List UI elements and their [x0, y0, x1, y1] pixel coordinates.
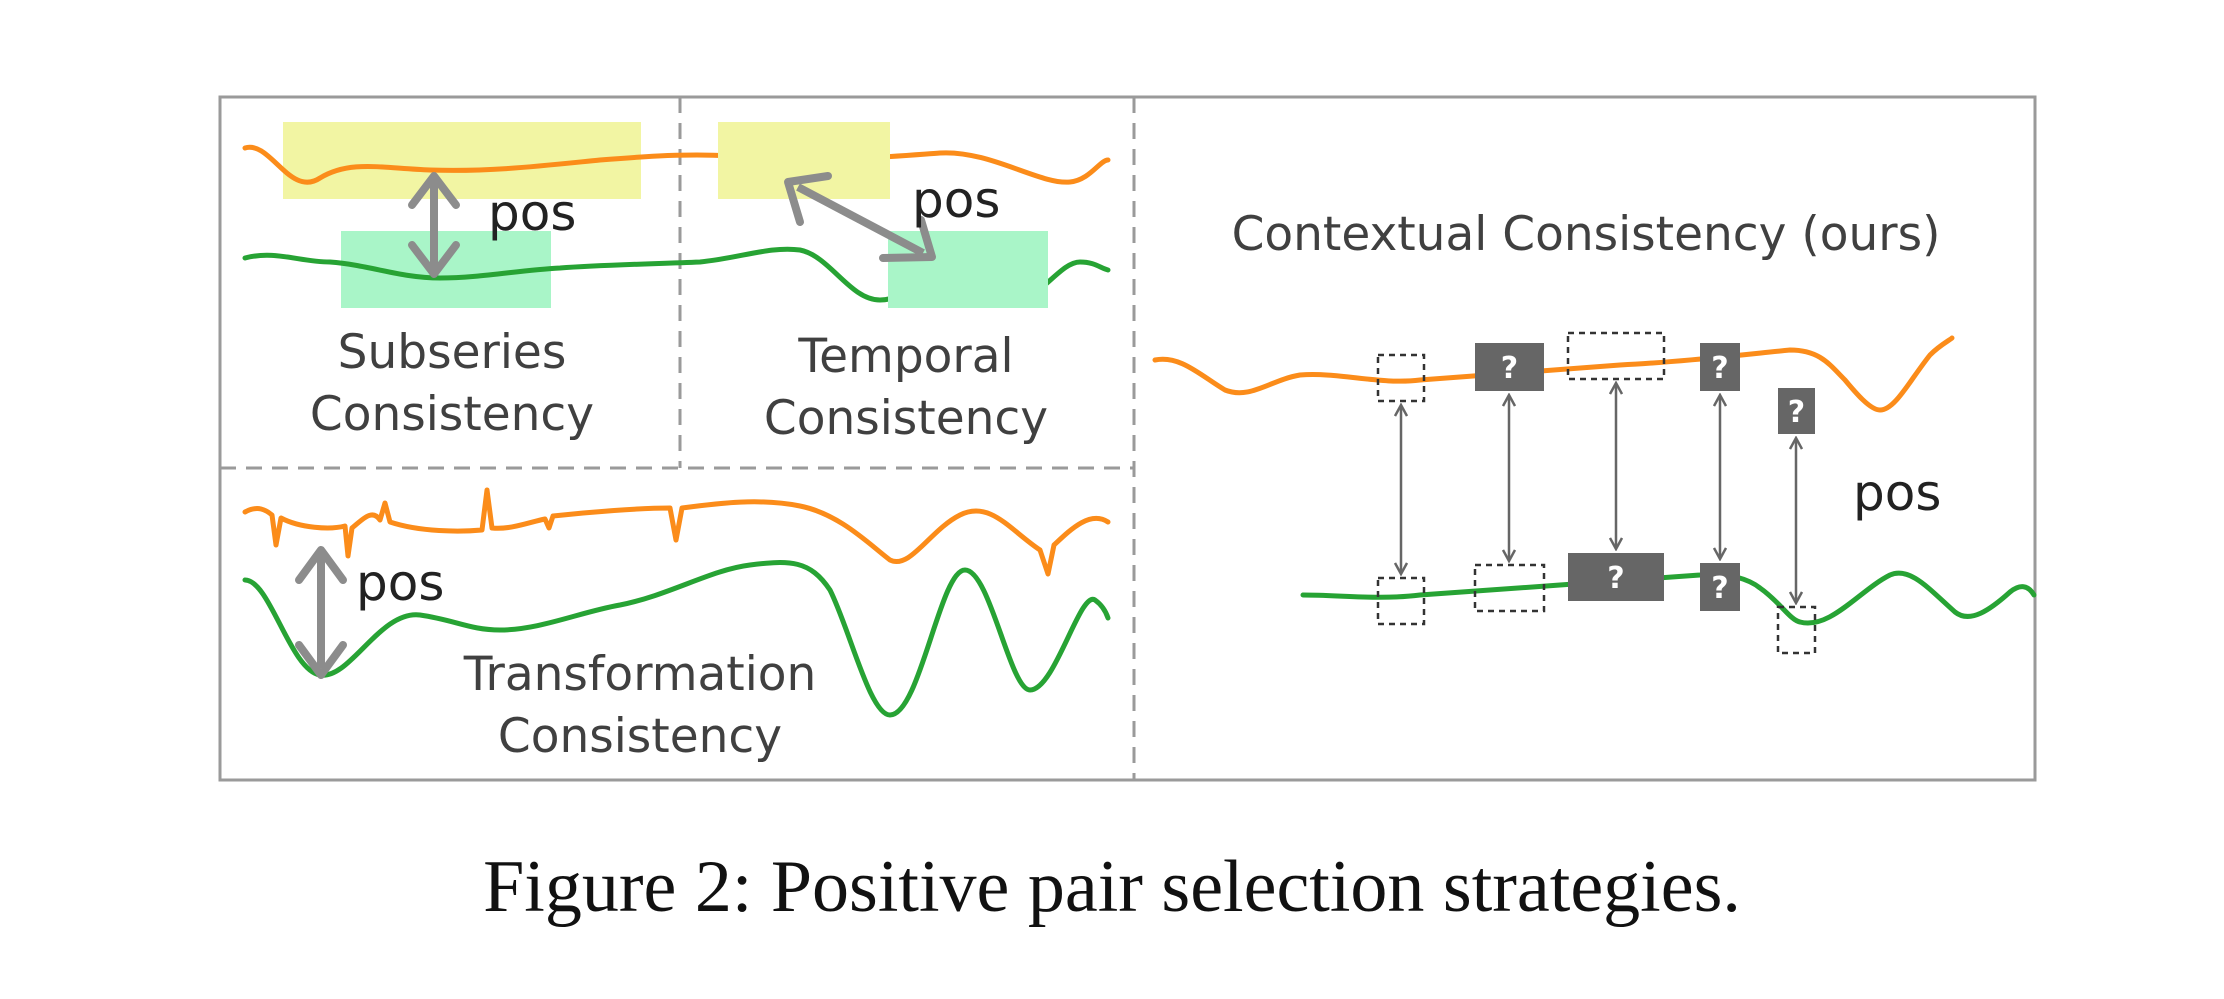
orange-series	[242, 487, 1111, 577]
context-window	[1376, 576, 1426, 626]
green-series	[1300, 570, 2037, 626]
mask-box: ?	[1700, 563, 1740, 611]
pos-label: pos	[1853, 464, 1941, 522]
context-window	[1566, 331, 1666, 381]
temporal-panel: pos Temporal Consistency	[718, 122, 1048, 446]
arrow-head-down	[408, 241, 460, 278]
arrow-head-down	[295, 641, 347, 679]
arrow-head-upper-left	[784, 172, 832, 226]
orange-series	[1152, 335, 1955, 413]
diagonal-arrow-shaft	[796, 183, 925, 257]
mask-box: ?	[1700, 343, 1740, 391]
svg-text:?: ?	[1501, 351, 1518, 386]
svg-text:?: ?	[1788, 395, 1805, 430]
figure-caption: Figure 2: Positive pair selection strate…	[483, 846, 1741, 928]
green-series	[242, 560, 1111, 718]
context-window	[1776, 605, 1817, 655]
panel-label-line1: Transformation	[463, 647, 817, 702]
panel-label-line2: Consistency	[764, 391, 1048, 446]
panel-label-line2: Consistency	[310, 387, 594, 442]
panel-label-line1: Subseries	[338, 325, 567, 380]
arrow-head-up	[408, 172, 460, 209]
svg-text:?: ?	[1711, 571, 1728, 606]
panel-title: Contextual Consistency (ours)	[1232, 207, 1941, 262]
context-window	[1376, 353, 1426, 403]
arrow-head-lower-right	[879, 216, 936, 262]
mask-box: ?	[1568, 553, 1664, 601]
orange-series	[242, 144, 1111, 185]
pos-label: pos	[488, 184, 576, 242]
panel-label-line1: Temporal	[797, 329, 1013, 384]
context-window	[1473, 563, 1546, 613]
contextual-panel: Contextual Consistency (ours) ? ? ? ? ?	[1152, 207, 2037, 655]
svg-text:?: ?	[1711, 351, 1728, 386]
green-highlight	[888, 231, 1048, 308]
arrow-head-up	[295, 546, 347, 584]
panel-label-line2: Consistency	[498, 709, 782, 764]
figure-frame	[218, 95, 2037, 782]
mask-box: ?	[1475, 343, 1544, 391]
svg-text:?: ?	[1607, 561, 1624, 596]
transformation-panel: pos Transformation Consistency	[242, 487, 1111, 764]
pos-label: pos	[912, 171, 1000, 229]
mask-box: ?	[1778, 388, 1815, 434]
pos-label: pos	[356, 554, 444, 612]
